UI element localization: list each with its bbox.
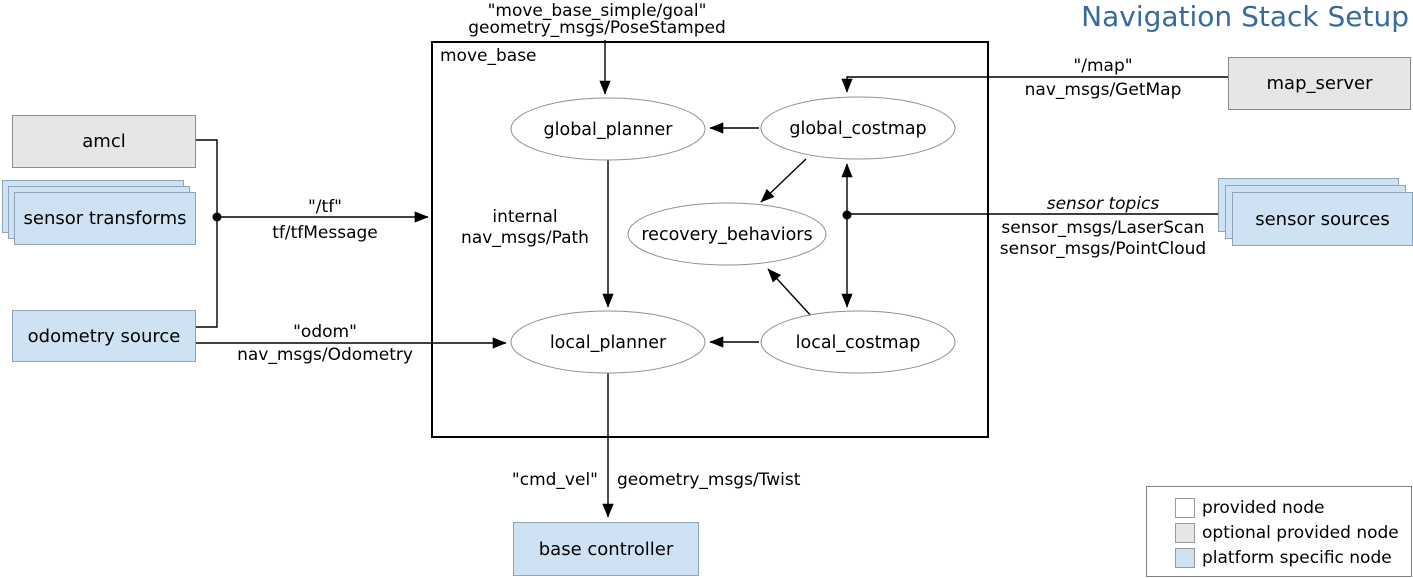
platform-node-label: platform specific node <box>1202 547 1392 568</box>
edge-amcl-odometry-connector <box>196 139 218 328</box>
optional-node-swatch <box>1175 522 1195 543</box>
move-base-container-box <box>431 41 989 438</box>
map-server-node: map_server <box>1228 57 1411 110</box>
goal-type-label: geometry_msgs/PoseStamped <box>468 18 726 38</box>
odometry-source-node: odometry source <box>12 310 196 362</box>
cmdvel-topic-label: "cmd_vel" <box>511 470 598 490</box>
base-controller-node: base controller <box>513 522 699 576</box>
ellipse-global-costmap <box>760 96 956 160</box>
map-type-label: nav_msgs/GetMap <box>1024 80 1182 100</box>
provided-node-swatch <box>1175 497 1195 518</box>
local-planner-node: local_planner <box>549 333 667 353</box>
ellipse-recovery-behaviors <box>627 202 827 266</box>
junction-dot-sensors <box>842 210 852 220</box>
sensor-sources-stack-front: sensor sources <box>1232 192 1413 246</box>
legend-row-provided: provided node <box>1175 495 1411 520</box>
base-controller-label: base controller <box>538 538 674 560</box>
legend-row-optional: optional provided node <box>1175 520 1411 545</box>
ellipse-local-costmap <box>760 310 956 374</box>
platform-node-swatch <box>1175 547 1195 568</box>
diagram-title: Navigation Stack Setup <box>1081 0 1409 33</box>
odom-type-label: nav_msgs/Odometry <box>237 345 413 365</box>
internal-label: internal <box>492 207 558 227</box>
map-server-label: map_server <box>1266 73 1373 94</box>
ellipse-local-planner <box>510 310 706 374</box>
ellipse-global-planner <box>510 97 706 161</box>
amcl-node: amcl <box>12 115 196 168</box>
cmdvel-type-label: geometry_msgs/Twist <box>617 470 801 490</box>
global-costmap-node: global_costmap <box>789 119 927 139</box>
map-topic-label: "/map" <box>1073 56 1133 76</box>
sensor-topics-label: sensor topics <box>1046 194 1160 214</box>
tf-topic-label: "/tf" <box>307 197 343 217</box>
internal-type-label: nav_msgs/Path <box>461 228 589 248</box>
legend-box: provided node optional provided node pla… <box>1146 486 1412 577</box>
edge-map-arrow <box>841 76 1228 93</box>
local-costmap-node: local_costmap <box>795 333 921 353</box>
sensor-transforms-stack-front: sensor transforms <box>14 192 196 245</box>
optional-node-label: optional provided node <box>1202 522 1399 543</box>
sensor-laserscan-label: sensor_msgs/LaserScan <box>1001 218 1205 238</box>
edge-globalcostmap-recovery <box>760 158 807 203</box>
tf-type-label: tf/tfMessage <box>272 223 378 243</box>
sensor-transforms-label: sensor transforms <box>23 208 187 229</box>
provided-node-label: provided node <box>1202 497 1325 518</box>
goal-topic-label: "move_base_simple/goal" <box>487 1 707 21</box>
recovery-behaviors-node: recovery_behaviors <box>641 225 813 245</box>
amcl-label: amcl <box>82 131 126 152</box>
legend-row-platform: platform specific node <box>1175 545 1411 570</box>
edge-localcostmap-recovery <box>767 268 814 319</box>
odom-topic-label: "odom" <box>293 322 357 342</box>
sensor-sources-label: sensor sources <box>1255 208 1390 230</box>
global-planner-node: global_planner <box>543 120 673 140</box>
odometry-source-label: odometry source <box>27 325 181 347</box>
junction-dot-tf <box>212 212 222 222</box>
sensor-pointcloud-label: sensor_msgs/PointCloud <box>999 239 1207 259</box>
move-base-label: move_base <box>440 46 537 66</box>
